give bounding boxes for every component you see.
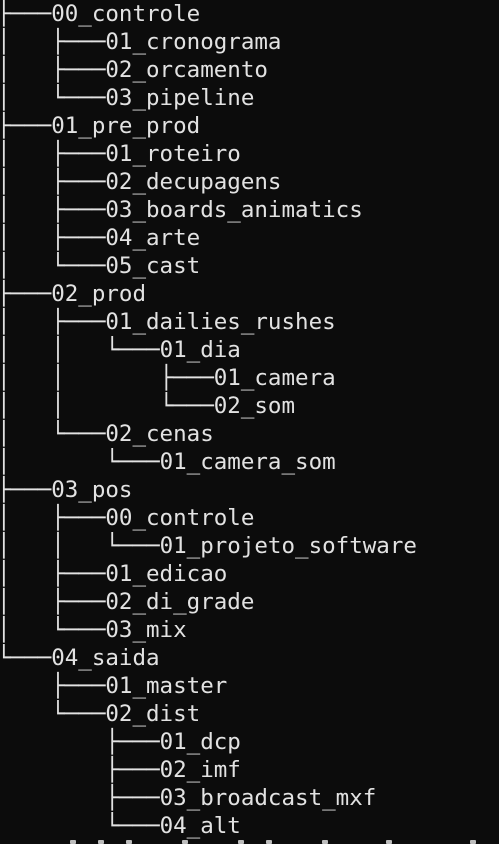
tree-line: │ └───03_mix <box>0 616 417 644</box>
tree-line: │ └───05_cast <box>0 252 417 280</box>
folder-name: 05_cast <box>105 253 201 279</box>
tree-line: │ └───02_cenas <box>0 420 417 448</box>
folder-name: 01_cronograma <box>105 29 282 55</box>
tree-guides: ├─── <box>0 1 52 27</box>
folder-name: 00_controle <box>105 505 255 531</box>
tree-line: └───02_dist <box>0 700 417 728</box>
tree-guides: │ └─── <box>0 421 106 447</box>
folder-name: 04_saida <box>51 645 160 671</box>
tree-line: │ ├───01_cronograma <box>0 28 417 56</box>
tree-guides: │ ├─── <box>0 505 106 531</box>
tree-guides: │ └─── <box>0 85 106 111</box>
tree-line: ├───01_pre_prod <box>0 112 417 140</box>
folder-name: 03_boards_animatics <box>105 197 363 223</box>
tree-line: │ └───01_camera_som <box>0 448 417 476</box>
folder-name: 02_decupagens <box>105 169 282 195</box>
tree-guides: │ ├─── <box>0 561 106 587</box>
tree-guides: │ ├─── <box>0 29 106 55</box>
tree-guides: │ ├─── <box>0 309 106 335</box>
folder-name: 04_alt <box>159 813 241 839</box>
tree-line: │ └───03_pipeline <box>0 84 417 112</box>
tree-guides: │ │ └─── <box>0 337 160 363</box>
folder-name: 02_dist <box>105 701 201 727</box>
tree-guides: ├─── <box>0 113 52 139</box>
folder-name: 01_master <box>105 673 228 699</box>
folder-name: 02_som <box>213 393 296 419</box>
tree-guides: │ ├─── <box>0 57 106 83</box>
tree-line: │ │ ├───01_camera <box>0 364 417 392</box>
tree-guides: └─── <box>0 813 160 839</box>
folder-name: 02_orcamento <box>105 57 268 83</box>
tree-guides: │ ├─── <box>0 197 106 223</box>
folder-name: 01_camera_som <box>159 449 336 475</box>
tree-line: ├───01_master <box>0 672 417 700</box>
tree-guides: └─── <box>0 701 106 727</box>
tree-line: │ │ └───01_dia <box>0 336 417 364</box>
tree-guides: │ └─── <box>0 449 160 475</box>
folder-name: 03_mix <box>105 617 187 643</box>
tree-line: │ ├───01_roteiro <box>0 140 417 168</box>
tree-guides: ├─── <box>0 281 52 307</box>
folder-name: 01_dia <box>159 337 241 363</box>
folder-name: 03_pipeline <box>105 85 255 111</box>
tree-guides: │ └─── <box>0 253 106 279</box>
folder-name: 01_camera <box>213 365 336 391</box>
tree-line: ├───02_imf <box>0 756 417 784</box>
tree-line: ├───02_prod <box>0 280 417 308</box>
tree-line: │ ├───04_arte <box>0 224 417 252</box>
tree-line: │ ├───01_dailies_rushes <box>0 308 417 336</box>
folder-name: 03_pos <box>51 477 133 503</box>
tree-line: │ ├───02_orcamento <box>0 56 417 84</box>
tree-guides: ├─── <box>0 477 52 503</box>
folder-name: 00_controle <box>51 1 201 27</box>
folder-name: 02_imf <box>159 757 241 783</box>
tree-guides: │ │ ├─── <box>0 365 214 391</box>
folder-name: 03_broadcast_mxf <box>159 785 377 811</box>
tree-guides: ├─── <box>0 757 160 783</box>
tree-line: │ ├───03_boards_animatics <box>0 196 417 224</box>
tree-line: │ │ └───01_projeto_software <box>0 532 417 560</box>
tree-guides: │ └─── <box>0 617 106 643</box>
folder-name: 01_dailies_rushes <box>105 309 336 335</box>
folder-name: 02_di_grade <box>105 589 255 615</box>
tree-guides: │ │ └─── <box>0 393 214 419</box>
tree-line: │ ├───02_di_grade <box>0 588 417 616</box>
tree-guides: │ │ └─── <box>0 533 160 559</box>
folder-name: 02_cenas <box>105 421 214 447</box>
tree-line: │ ├───01_edicao <box>0 560 417 588</box>
tree-line: │ │ └───02_som <box>0 392 417 420</box>
tree-line: ├───03_pos <box>0 476 417 504</box>
directory-tree-output: ├───00_controle│ ├───01_cronograma│ ├───… <box>0 0 417 840</box>
tree-line: │ ├───02_decupagens <box>0 168 417 196</box>
tree-guides: │ ├─── <box>0 589 106 615</box>
folder-name: 01_projeto_software <box>159 533 417 559</box>
cut-off-next-line <box>0 838 499 844</box>
tree-line: ├───01_dcp <box>0 728 417 756</box>
folder-name: 01_edicao <box>105 561 228 587</box>
tree-guides: ├─── <box>0 729 160 755</box>
folder-name: 01_roteiro <box>105 141 241 167</box>
tree-line: └───04_alt <box>0 812 417 840</box>
tree-guides: │ ├─── <box>0 225 106 251</box>
tree-line: ├───00_controle <box>0 0 417 28</box>
tree-guides: │ ├─── <box>0 141 106 167</box>
folder-name: 01_dcp <box>159 729 241 755</box>
folder-name: 02_prod <box>51 281 147 307</box>
tree-line: ├───03_broadcast_mxf <box>0 784 417 812</box>
tree-guides: │ ├─── <box>0 169 106 195</box>
folder-name: 01_pre_prod <box>51 113 201 139</box>
tree-line: │ ├───00_controle <box>0 504 417 532</box>
folder-name: 04_arte <box>105 225 201 251</box>
tree-line: └───04_saida <box>0 644 417 672</box>
tree-guides: ├─── <box>0 673 106 699</box>
tree-guides: └─── <box>0 645 52 671</box>
tree-guides: ├─── <box>0 785 160 811</box>
